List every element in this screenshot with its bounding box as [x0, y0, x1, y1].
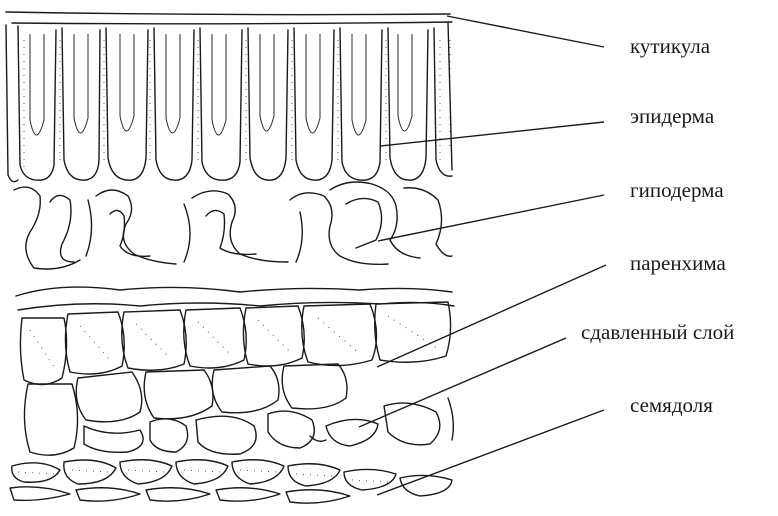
leader-hypodermis	[378, 195, 604, 241]
leader-epidermis	[380, 122, 604, 146]
label-cuticle: кутикула	[630, 36, 710, 57]
label-parenchyma: паренхима	[630, 253, 726, 274]
label-epidermis: эпидерма	[630, 106, 714, 127]
cuticle-layer	[6, 12, 452, 24]
leader-cuticle	[447, 16, 604, 47]
cotyledon-layer	[10, 460, 452, 503]
leader-cotyledon	[377, 410, 604, 495]
label-compressed-layer: сдавленный слой	[581, 322, 734, 343]
label-hypodermis: гиподерма	[630, 180, 724, 201]
leader-parenchyma	[377, 265, 606, 367]
label-cotyledon: семядоля	[630, 395, 713, 416]
leader-lines	[359, 16, 606, 495]
hypodermis-layer	[14, 182, 452, 269]
leader-compressed-layer	[359, 338, 566, 427]
epidermis-layer	[6, 22, 452, 182]
